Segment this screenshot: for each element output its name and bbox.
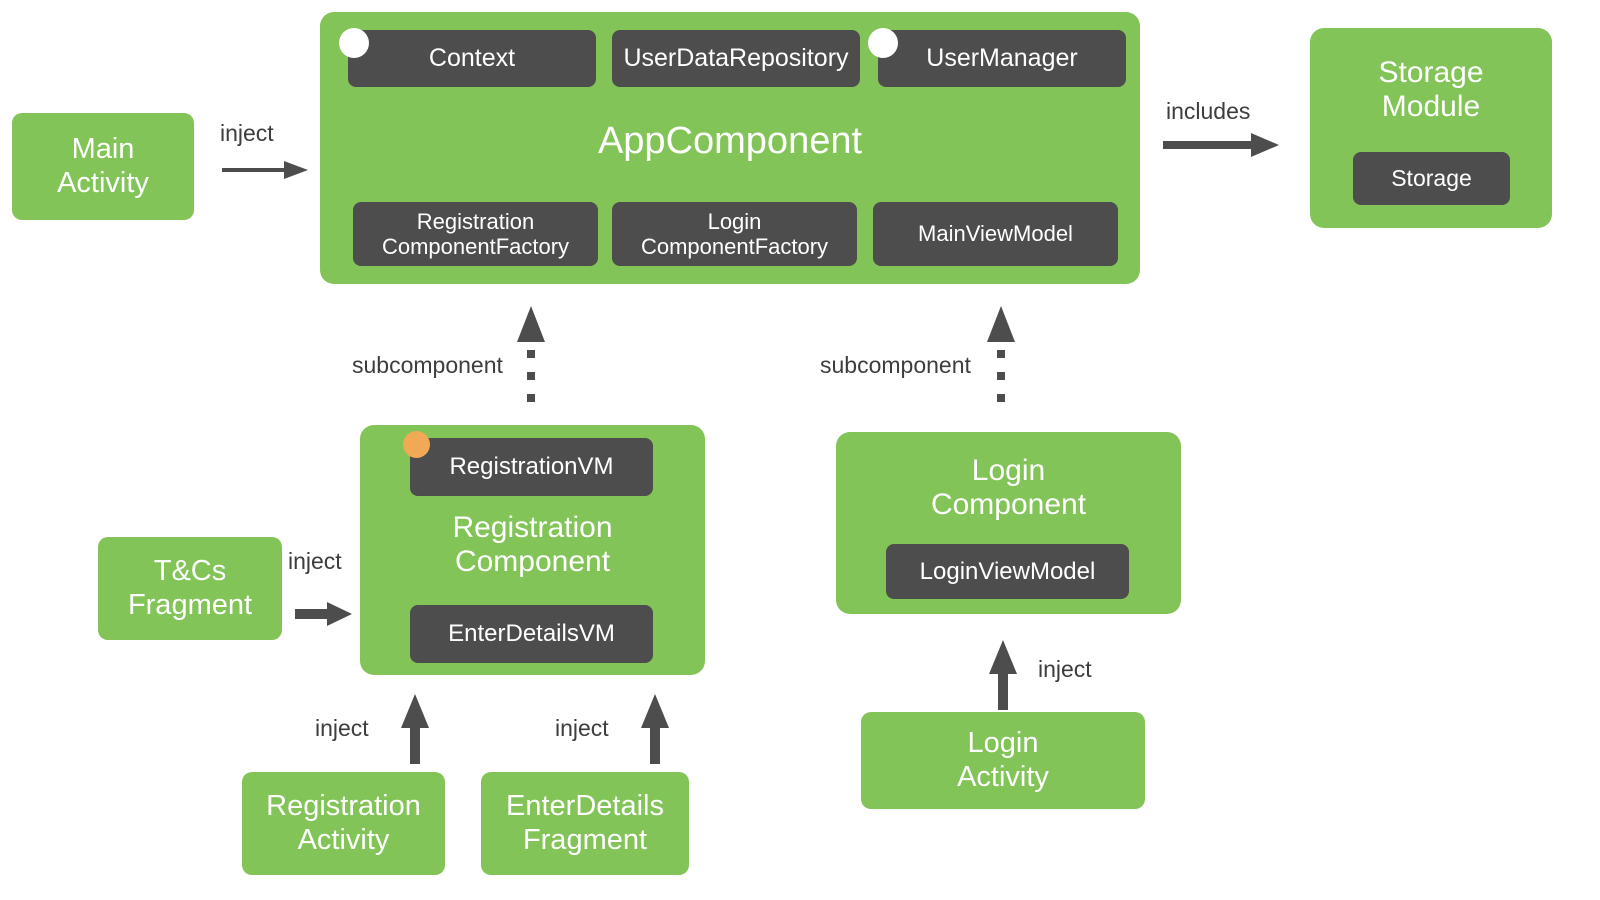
edge-label-inject-login-activity: inject [1038, 656, 1092, 682]
node-main-activity[interactable]: Main Activity [12, 113, 194, 220]
binding-loginviewmodel-label: LoginViewModel [919, 557, 1096, 585]
node-registration-component-label: Registration Component [452, 511, 613, 578]
binding-mainviewmodel[interactable]: MainViewModel [873, 202, 1118, 266]
binding-registration-component-factory[interactable]: Registration ComponentFactory [353, 202, 598, 266]
edge-label-subcomponent-registration: subcomponent [352, 352, 503, 378]
binding-registrationvm-label: RegistrationVM [449, 453, 614, 481]
node-tcs-fragment-label: T&Cs Fragment [127, 555, 253, 621]
binding-context-label: Context [428, 44, 516, 73]
binding-userdatarepository[interactable]: UserDataRepository [612, 30, 860, 87]
binding-enterdetailsvm-label: EnterDetailsVM [448, 620, 615, 648]
binding-storage-label: Storage [1391, 165, 1472, 192]
scope-dot-usermanager-icon [868, 28, 898, 58]
node-enterdetails-fragment[interactable]: EnterDetails Fragment [481, 772, 689, 875]
node-enterdetails-fragment-label: EnterDetails Fragment [506, 790, 664, 856]
arrow-enterdetails-to-registration [641, 694, 669, 764]
node-registration-activity-label: Registration Activity [266, 790, 421, 856]
edge-label-inject-enterdetails-fragment: inject [555, 715, 609, 741]
edge-label-includes: includes [1166, 98, 1251, 124]
node-tcs-fragment[interactable]: T&Cs Fragment [98, 537, 282, 640]
arrow-login-to-app [987, 306, 1015, 402]
binding-registration-component-factory-label: Registration ComponentFactory [381, 208, 570, 259]
binding-registrationvm[interactable]: RegistrationVM [410, 438, 653, 496]
node-login-component-label: Login Component [930, 454, 1087, 521]
binding-usermanager-label: UserManager [926, 44, 1078, 73]
binding-loginviewmodel[interactable]: LoginViewModel [886, 544, 1129, 599]
arrow-registration-to-app [517, 306, 545, 402]
node-login-activity[interactable]: Login Activity [861, 712, 1145, 809]
binding-enterdetailsvm[interactable]: EnterDetailsVM [410, 605, 653, 663]
scope-dot-context-icon [339, 28, 369, 58]
edge-label-inject-tcs: inject [288, 548, 342, 574]
binding-storage[interactable]: Storage [1353, 152, 1510, 205]
node-registration-component[interactable]: RegistrationVM Registration Component En… [360, 425, 705, 675]
edge-label-inject-registration-activity: inject [315, 715, 369, 741]
arrow-main-to-app [222, 161, 308, 179]
node-login-component[interactable]: Login Component LoginViewModel [836, 432, 1181, 614]
edge-label-inject-main: inject [220, 120, 274, 146]
node-app-component[interactable]: Context UserDataRepository UserManager A… [320, 12, 1140, 284]
node-app-component-label: AppComponent [597, 120, 863, 162]
arrow-loginactivity-to-login [989, 640, 1017, 710]
arrow-tcs-to-registration [295, 602, 352, 626]
binding-login-component-factory[interactable]: Login ComponentFactory [612, 202, 857, 266]
binding-login-component-factory-label: Login ComponentFactory [640, 208, 829, 259]
node-storage-module-label: Storage Module [1378, 56, 1484, 123]
edge-label-subcomponent-login: subcomponent [820, 352, 971, 378]
node-login-activity-label: Login Activity [957, 727, 1049, 793]
node-storage-module[interactable]: Storage Module Storage [1310, 28, 1552, 228]
binding-context[interactable]: Context [348, 30, 596, 87]
arrow-app-to-storage [1163, 133, 1279, 157]
binding-usermanager[interactable]: UserManager [878, 30, 1126, 87]
arrow-regactivity-to-registration [401, 694, 429, 764]
binding-mainviewmodel-label: MainViewModel [918, 221, 1073, 247]
scope-dot-registrationvm-icon [403, 431, 430, 458]
binding-userdatarepository-label: UserDataRepository [623, 44, 849, 73]
node-main-activity-label: Main Activity [57, 133, 149, 199]
node-registration-activity[interactable]: Registration Activity [242, 772, 445, 875]
